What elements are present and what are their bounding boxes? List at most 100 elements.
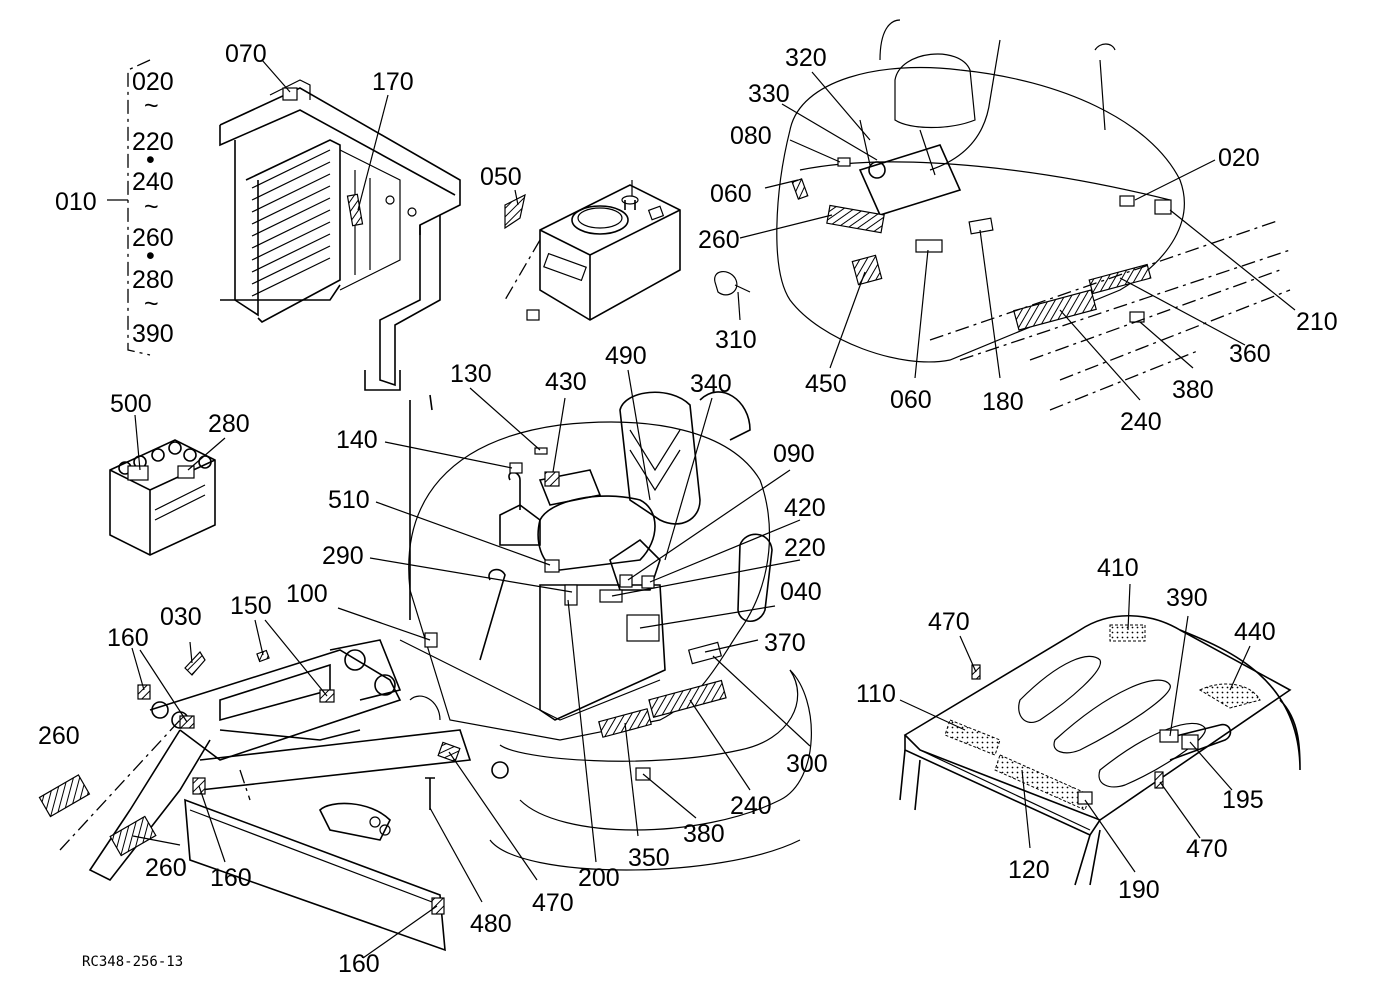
callout-260: 260: [38, 722, 80, 750]
decal-240-main: [648, 679, 727, 719]
callout-290: 290: [322, 542, 364, 570]
callout-195: 195: [1222, 786, 1264, 814]
callout-040: 040: [780, 578, 822, 606]
callout-260: 260: [698, 226, 740, 254]
callout-480: 480: [470, 910, 512, 938]
decal-090: [619, 574, 633, 588]
decal-160-bottom: [431, 897, 445, 915]
callout-240: 240: [1120, 408, 1162, 436]
callout-470: 470: [532, 889, 574, 917]
callout-160: 160: [107, 624, 149, 652]
callout-390: 390: [1166, 584, 1208, 612]
range-label: 020: [132, 68, 174, 96]
label-range-list: 020 ~ 220 • 240 ~ 260 • 280 ~ 390 010: [55, 59, 174, 356]
callout-labels: 070 170 050 320 330 080 060 260 020 210 …: [38, 40, 1338, 978]
callout-180: 180: [982, 388, 1024, 416]
radiator-frame-drawing: [219, 79, 461, 391]
callout-110: 110: [856, 680, 896, 708]
callout-510: 510: [328, 486, 370, 514]
decal-120: [994, 754, 1091, 811]
callout-350: 350: [628, 844, 670, 872]
decal-180: [968, 217, 994, 235]
part-480: [425, 777, 435, 810]
decal-060-left: [791, 178, 809, 200]
callout-470: 470: [1186, 835, 1228, 863]
callout-220: 220: [784, 534, 826, 562]
decal-060-right: [915, 239, 943, 253]
callout-470: 470: [928, 608, 970, 636]
callout-150: 150: [230, 592, 272, 620]
fuel-tank-drawing: [504, 180, 681, 321]
range-label: 390: [132, 320, 174, 348]
decal-240-top: [1013, 289, 1097, 331]
callout-300: 300: [786, 750, 828, 778]
callout-130: 130: [450, 360, 492, 388]
callout-060: 060: [710, 180, 752, 208]
callout-380: 380: [683, 820, 725, 848]
decal-220: [599, 589, 623, 603]
callout-330: 330: [748, 80, 790, 108]
decal-390: [1159, 729, 1179, 743]
decal-450: [851, 254, 883, 286]
drawing-code: RC348-256-13: [82, 954, 183, 970]
callout-490: 490: [605, 342, 647, 370]
decal-190: [1077, 791, 1093, 805]
callout-100: 100: [286, 580, 328, 608]
part-310: [714, 271, 751, 296]
decal-210: [1154, 199, 1172, 215]
callout-170: 170: [372, 68, 414, 96]
decal-370: [687, 641, 723, 665]
callout-200: 200: [578, 864, 620, 892]
decal-100: [424, 632, 438, 648]
callout-190: 190: [1118, 876, 1160, 904]
callout-370: 370: [764, 629, 806, 657]
decal-030: [184, 651, 206, 676]
decal-430: [544, 471, 560, 487]
decal-420: [641, 575, 655, 589]
decal-290: [564, 584, 578, 606]
decal-500: [127, 465, 149, 481]
callout-080: 080: [730, 122, 772, 150]
range-label: ~: [144, 193, 159, 221]
decal-360: [1088, 263, 1152, 295]
range-label: ~: [144, 92, 159, 120]
callout-450: 450: [805, 370, 847, 398]
callout-320: 320: [785, 44, 827, 72]
callout-440: 440: [1234, 618, 1276, 646]
callout-210: 210: [1296, 308, 1338, 336]
callout-410: 410: [1097, 554, 1139, 582]
callout-420: 420: [784, 494, 826, 522]
decal-260-loose: [38, 774, 91, 818]
range-label: •: [146, 146, 155, 174]
leader-lines: [131, 59, 1296, 959]
callout-240: 240: [730, 792, 772, 820]
range-label: 280: [132, 266, 174, 294]
decal-110: [944, 719, 1001, 756]
callout-140: 140: [336, 426, 378, 454]
battery-drawing: [109, 439, 216, 556]
callout-310: 310: [715, 326, 757, 354]
range-label: •: [146, 242, 155, 270]
callout-360: 360: [1229, 340, 1271, 368]
range-bracket: [127, 59, 151, 356]
decal-130: [534, 447, 548, 455]
callout-380: 380: [1172, 376, 1214, 404]
canopy-top-drawing: [899, 615, 1301, 886]
group-label: 010: [55, 188, 97, 216]
decal-260-top: [826, 204, 885, 234]
callout-030: 030: [160, 603, 202, 631]
decal-470-right: [1154, 771, 1164, 789]
callout-260: 260: [145, 854, 187, 882]
callout-090: 090: [773, 440, 815, 468]
callout-340: 340: [690, 370, 732, 398]
decal-410: [1109, 624, 1146, 642]
callout-120: 120: [1008, 856, 1050, 884]
callout-160: 160: [338, 950, 380, 978]
decal-170: [346, 193, 364, 227]
callout-500: 500: [110, 390, 152, 418]
decal-070: [282, 87, 298, 101]
main-machine-drawing: [38, 391, 812, 952]
callout-020: 020: [1218, 144, 1260, 172]
range-label: 260: [132, 224, 174, 252]
